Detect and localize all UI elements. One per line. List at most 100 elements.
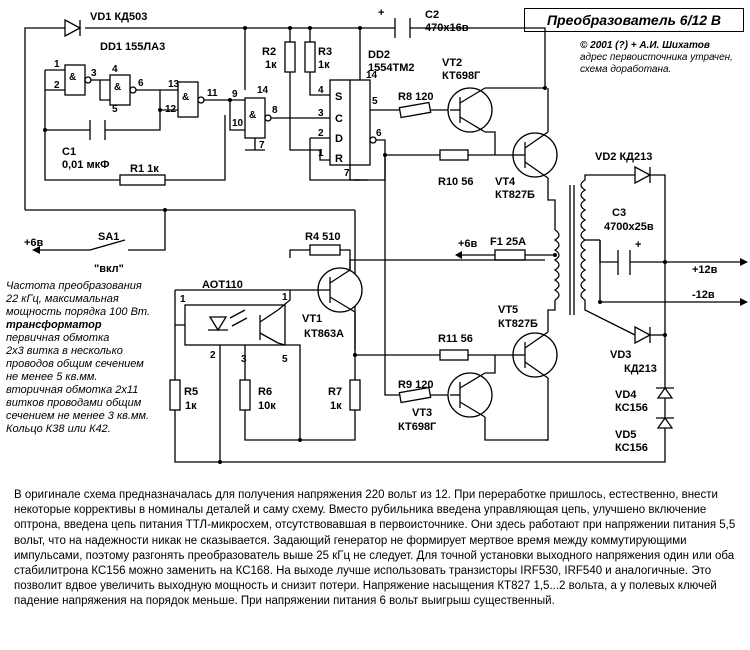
r7-label: R7: [328, 386, 342, 398]
svg-text:1: 1: [282, 292, 288, 303]
note-secondary-line-2: витков проводами общим: [6, 397, 142, 409]
vd5-zener: [220, 398, 674, 463]
c2-label: C2: [425, 9, 439, 21]
vd3-type: КД213: [624, 363, 657, 375]
vd4-type: КС156: [615, 402, 648, 414]
svg-text:14: 14: [366, 70, 378, 81]
svg-text:13: 13: [168, 79, 180, 90]
svg-text:9: 9: [232, 89, 238, 100]
dd2-label: DD2: [368, 49, 390, 61]
vt5-type: КТ827Б: [498, 318, 538, 330]
r3-label: R3: [318, 46, 332, 58]
dd1-gate-3: &: [177, 81, 205, 118]
r6-label: R6: [258, 386, 272, 398]
vd5-label: VD5: [615, 429, 636, 441]
vd4-label: VD4: [615, 389, 637, 401]
note-secondary-line-3: сечением не менее 3 кв.мм.: [6, 410, 150, 422]
circuit-schematic: VD1 КД503 + C2 470х16в DD1 155ЛА3 & & & …: [24, 7, 748, 464]
svg-text:D: D: [335, 133, 343, 145]
note-frequency-line-2: 22 кГц, максимальная: [6, 293, 119, 305]
vt5-label: VT5: [498, 304, 518, 316]
r4-label: R4 510: [305, 231, 340, 243]
svg-text:6: 6: [376, 128, 382, 139]
note-transformer-heading: трансформатор: [6, 319, 102, 331]
svg-text:3: 3: [91, 68, 97, 79]
svg-text:2: 2: [54, 80, 60, 91]
vd2-label: VD2 КД213: [595, 151, 652, 163]
svg-text:3: 3: [318, 108, 324, 119]
c3-label: C3: [612, 207, 626, 219]
svg-text:&: &: [114, 82, 121, 93]
vt2-transistor: [447, 70, 546, 155]
r8-label: R8 120: [398, 91, 433, 103]
note-frequency-line-3: мощность порядка 100 Вт.: [6, 306, 151, 318]
aot110-pin-numbers: 1 2 1 3 5: [180, 292, 288, 365]
vd3-diode: [634, 325, 665, 345]
svg-text:6: 6: [138, 78, 144, 89]
c1-value: 0,01 мкФ: [62, 159, 110, 171]
r9-label: R9 120: [398, 379, 433, 391]
r4-resistor: [289, 244, 351, 270]
c3-plus-sign: +: [635, 239, 641, 251]
credit-author: © 2001 (?) + А.И. Шихатов: [580, 40, 710, 51]
svg-text:4: 4: [112, 64, 118, 75]
f1-label: F1 25А: [490, 236, 526, 248]
r6-value: 10к: [258, 400, 276, 412]
c2-value: 470х16в: [425, 22, 469, 34]
svg-text:5: 5: [282, 354, 288, 365]
r5-label: R5: [184, 386, 198, 398]
fuse-f1: [455, 249, 555, 261]
optocoupler-aot110: [174, 290, 301, 462]
svg-text:5: 5: [372, 96, 378, 107]
svg-text:2: 2: [318, 128, 324, 139]
output-terminals: [598, 240, 748, 306]
r2-value: 1к: [265, 59, 277, 71]
note-primary-line-3: проводов общим сечением: [6, 358, 144, 370]
vt2-type: КТ698Г: [442, 70, 481, 82]
design-notes: Частота преобразования 22 кГц, максималь…: [6, 280, 206, 436]
plus12-label: +12в: [692, 264, 718, 276]
vt3-transistor: [447, 355, 548, 441]
svg-text:&: &: [182, 92, 189, 103]
dd1-gate-2: &: [109, 74, 137, 106]
c1-label: C1: [62, 146, 76, 158]
r11-resistor: [355, 349, 510, 361]
vd5-type: КС156: [615, 442, 648, 454]
svg-text:7: 7: [259, 140, 265, 151]
svg-text:R: R: [335, 153, 343, 165]
r7-resistor: [299, 379, 361, 441]
r3-resistor: [304, 41, 330, 96]
plus6v-left-label: +6в: [24, 237, 44, 249]
c2-capacitor: [394, 18, 411, 38]
svg-text:10: 10: [232, 118, 244, 129]
svg-text:12: 12: [165, 104, 177, 115]
r6-resistor: [239, 379, 300, 441]
r5-resistor: [169, 325, 220, 463]
note-primary-line-4: не менее 5 кв.мм.: [6, 371, 98, 383]
vt1-label: VT1: [302, 313, 322, 325]
r2-label: R2: [262, 46, 276, 58]
sa1-label: SA1: [98, 231, 119, 243]
vt4-label: VT4: [495, 176, 516, 188]
junction-dots: [43, 26, 667, 464]
vd1-label: VD1 КД503: [90, 11, 147, 23]
description-text: В оригинале схема предназначалась для по…: [14, 489, 736, 608]
svg-text:2: 2: [210, 350, 216, 361]
note-primary-line-1: первичная обмотка: [6, 332, 110, 344]
credit-block: © 2001 (?) + А.И. Шихатов адрес первоист…: [580, 40, 746, 76]
svg-text:14: 14: [257, 85, 269, 96]
r11-label: R11 56: [438, 333, 473, 345]
schematic-title: Преобразователь 6/12 В: [524, 8, 744, 32]
minus12-label: -12в: [692, 289, 715, 301]
vt2-label: VT2: [442, 57, 462, 69]
vd3-label: VD3: [610, 349, 631, 361]
plus6v-mid-label: +6в: [458, 238, 478, 250]
svg-text:1: 1: [180, 294, 186, 305]
r10-label: R10 56: [438, 176, 473, 188]
r1-label: R1 1к: [130, 163, 159, 175]
vd2-diode: [634, 165, 666, 395]
vt3-label: VT3: [412, 407, 432, 419]
vt3-type: КТ698Г: [398, 421, 437, 433]
svg-text:3: 3: [241, 354, 247, 365]
svg-text:8: 8: [272, 105, 278, 116]
